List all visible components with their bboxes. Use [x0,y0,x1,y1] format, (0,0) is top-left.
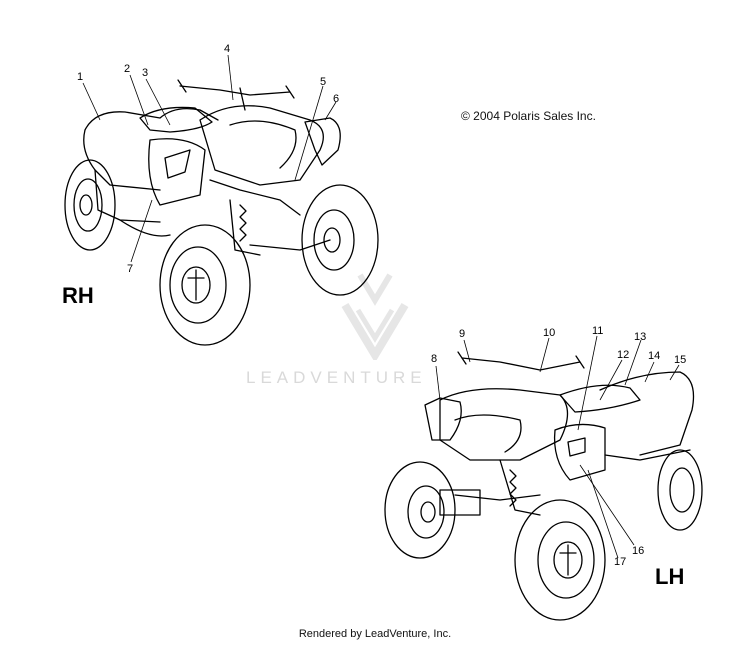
callout-12: 12 [617,349,630,361]
callout-15: 15 [674,354,687,366]
callout-17: 17 [614,556,627,568]
callout-6: 6 [333,93,340,105]
callout-5: 5 [320,76,327,88]
callout-16: 16 [632,545,645,557]
callout-3: 3 [142,67,149,79]
callout-10: 10 [543,327,556,339]
callout-2: 2 [124,63,131,75]
watermark-text: LEADVENTURE [246,368,427,387]
render-credit-footer: Rendered by LeadVenture, Inc. [298,628,452,640]
callout-9: 9 [459,328,466,340]
copyright-notice: © 2004 Polaris Sales Inc. [461,109,596,123]
callout-1: 1 [77,71,84,83]
callout-14: 14 [648,350,661,362]
callout-13: 13 [634,331,647,343]
leadventure-logo-watermark [341,273,409,360]
left-hand-view-label: LH [655,564,685,589]
callout-8: 8 [431,353,438,365]
callout-4: 4 [224,43,231,55]
callout-7: 7 [127,263,134,275]
callout-11: 11 [592,325,604,337]
right-hand-view-label: RH [62,283,94,308]
